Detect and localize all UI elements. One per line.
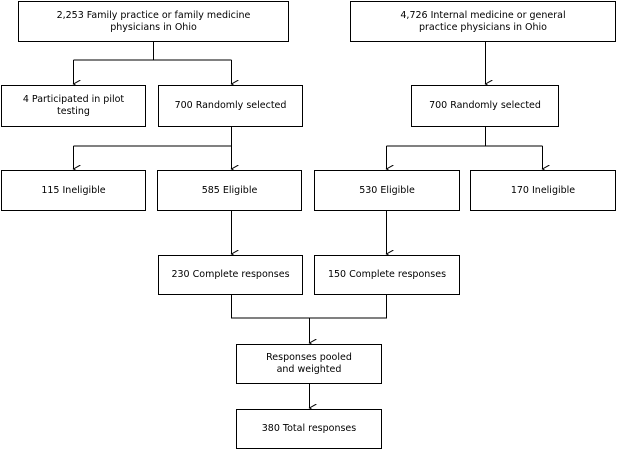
node-fp-complete: 230 Complete responses — [158, 255, 303, 295]
node-im-population: 4,726 Internal medicine or general pract… — [350, 1, 616, 42]
node-im-selected: 700 Randomly selected — [411, 85, 559, 127]
node-fp-population: 2,253 Family practice or family medicine… — [18, 1, 289, 42]
node-im-eligible: 530 Eligible — [314, 170, 460, 211]
node-im-ineligible: 170 Ineligible — [470, 170, 616, 211]
node-fp-selected: 700 Randomly selected — [158, 85, 303, 127]
node-im-complete: 150 Complete responses — [314, 255, 460, 295]
node-pilot: 4 Participated in pilot testing — [1, 85, 146, 127]
connector-merge — [231, 295, 387, 319]
node-fp-eligible: 585 Eligible — [157, 170, 302, 211]
node-total: 380 Total responses — [236, 409, 382, 449]
node-fp-ineligible: 115 Ineligible — [1, 170, 146, 211]
node-pooled: Responses pooled and weighted — [236, 344, 382, 384]
